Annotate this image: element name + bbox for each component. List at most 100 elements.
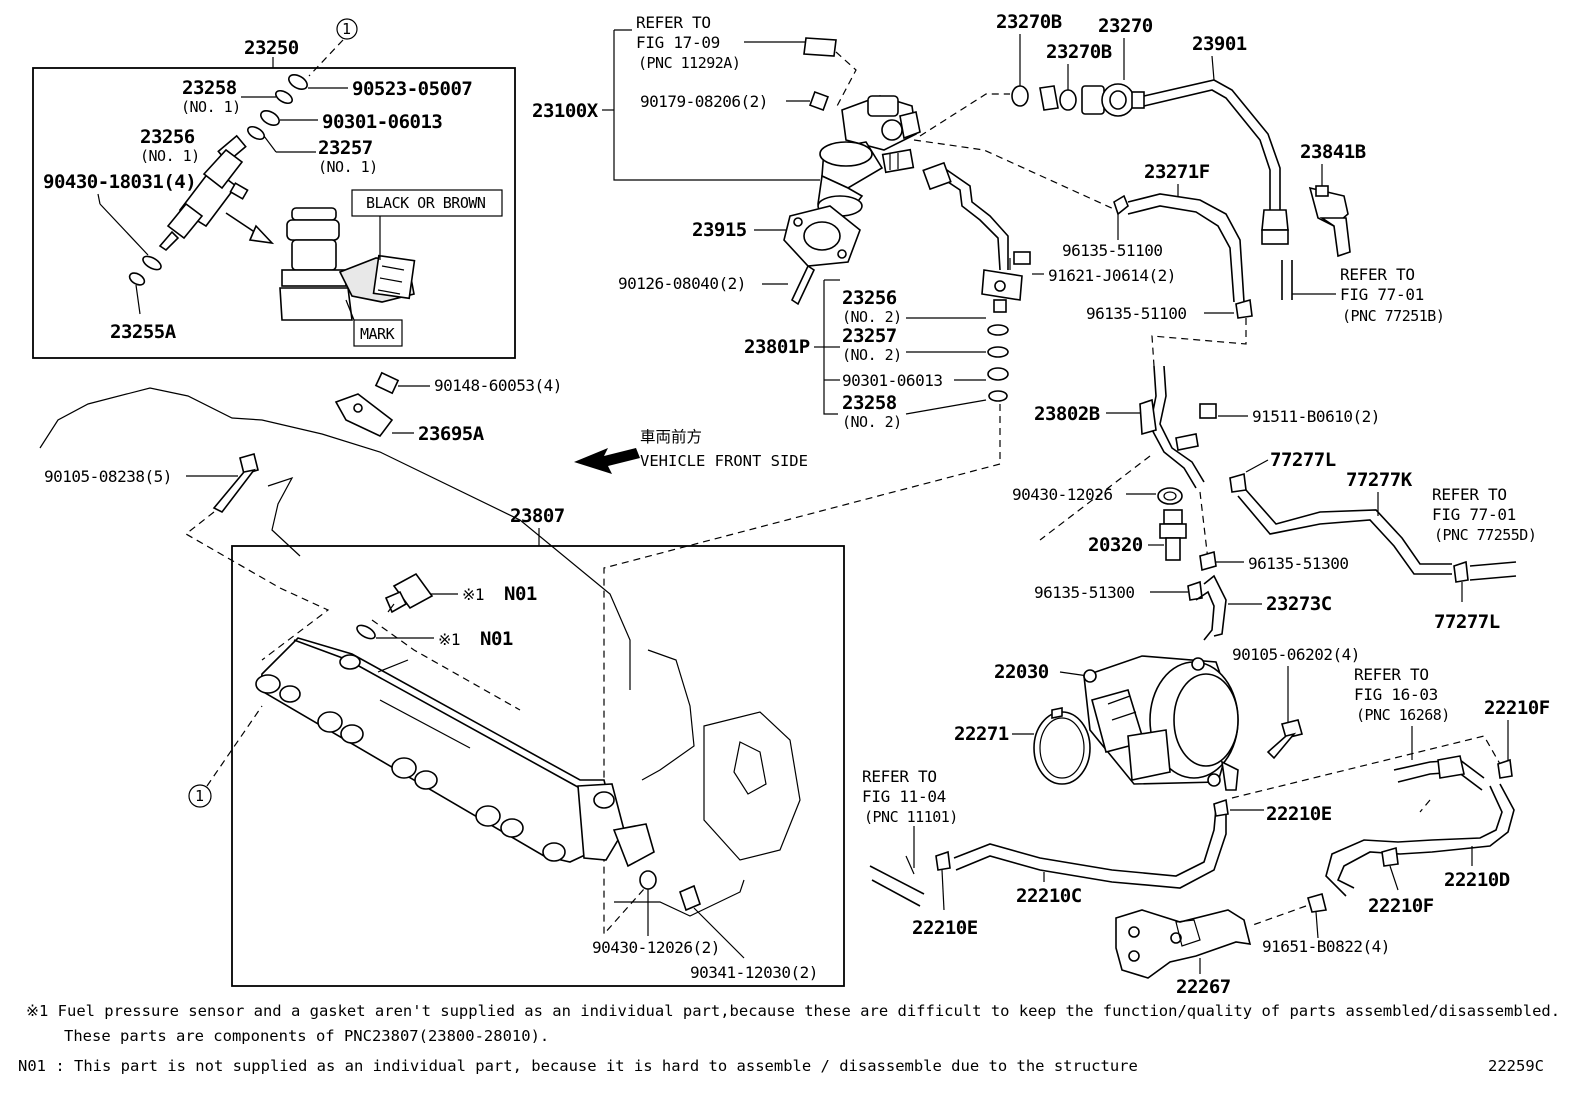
o-ring-23270B-a [1011,85,1029,107]
vehicle-front-arrow [574,448,640,474]
label-mark: MARK [360,325,395,343]
label-23100X: 23100X [532,100,599,122]
label-90126: 90126-08040(2) [618,274,746,293]
label-90341: 90341-12030(2) [690,963,818,982]
o-ring-23256-no2 [987,324,1009,336]
bolt-90179 [809,91,829,111]
vsv-20320 [1159,509,1187,561]
o-ring-90430 [142,255,162,271]
o-ring-90523 [288,73,308,91]
grommet-23255A [128,272,146,286]
bolt-91651 [1307,893,1327,913]
label-23257-no1: 23257 [318,137,373,159]
hose-23271F [1127,193,1245,303]
note1-line2: These parts are components of PNC23807(2… [64,1027,549,1045]
label-22210E-b: 22210E [912,917,978,939]
label-22271: 22271 [954,723,1009,745]
refer-77-01b-line1: REFER TO [1432,485,1507,504]
fuel-pump-group: REFER TO FIG 17-09 (PNC 11292A) 23100X 9… [532,13,1176,936]
o-ring-23258-no2 [988,390,1008,402]
label-23257-no1-sub: (NO. 1) [318,158,378,176]
label-black-or-brown: BLACK OR BROWN [366,194,486,212]
bolt-90105-06202 [1281,719,1303,739]
fuel-regulator-group: 23270B 23270 23270B 23901 23271F 96135-5… [996,11,1445,367]
fuel-line-connector-23841B [1308,185,1351,258]
o-ring-23258-no1 [275,89,293,105]
note2: N01 : This part is not supplied as an in… [18,1057,1138,1075]
label-23255A: 23255A [110,321,177,343]
bracket-22267 [1115,909,1252,979]
pipe-11101 [869,865,925,895]
o-ring-90301 [260,109,280,127]
clip-22210E-b [1213,798,1229,817]
fuel-rail-box [231,545,845,987]
label-90523: 90523-05007 [352,78,472,100]
throttle-body-22030 [1083,655,1239,791]
bracket-group: 90148-60053(4) 23695A 車両前方 VEHICLE FRONT… [39,371,808,690]
refer-77-01a-line1: REFER TO [1340,265,1415,284]
gasket-90430-12026 [1157,487,1183,505]
gasket-22271 [1033,711,1091,785]
clip-77277L-a [1229,472,1247,493]
label-23270B-a: 23270B [996,11,1062,33]
label-n01-a: N01 [504,583,537,605]
label-23695A: 23695A [418,423,485,445]
bolt-90148 [374,371,400,395]
label-22210F-b: 22210F [1368,895,1434,917]
clip-96135-51100-a [1113,194,1129,216]
label-n01-b: N01 [480,628,513,650]
bolt-90105-08238 [239,453,259,475]
purge-pipe-group: 23802B 91511-B0610(2) 77277L 77277K 7727… [1012,365,1537,641]
circle-ref-1-left [188,784,212,808]
fuel-pressure-sensor [384,572,434,614]
label-96135-51100-b: 96135-51100 [1086,304,1186,323]
throttle-body-group: 22030 90105-06202(4) 22271 REFER TO FIG … [862,645,1550,998]
label-22210E-a: 22210E [1266,803,1332,825]
label-22267: 22267 [1176,976,1231,998]
label-22210D: 22210D [1444,869,1510,891]
label-90148: 90148-60053(4) [434,376,562,395]
label-23258-no1-sub: (NO. 1) [181,98,241,116]
label-23807: 23807 [510,505,565,527]
label-23258-no1: 23258 [182,77,237,99]
circle-ref-1-left-label: 1 [195,787,204,805]
label-23250: 23250 [244,37,299,59]
pnc-11292A-part [803,37,837,57]
clip-22210F-b [1381,846,1399,867]
clip-96135-51100-b [1235,298,1253,319]
circle-ref-1-top [336,18,358,40]
label-22210C: 22210C [1016,885,1082,907]
bolt-91511 [1199,403,1217,419]
hose-22210C [953,807,1217,877]
label-77277L-b: 77277L [1434,611,1500,633]
gasket-sensor [356,624,376,640]
footnotes: ※1 Fuel pressure sensor and a gasket are… [18,1002,1560,1075]
o-ring-23257-no1 [247,125,265,141]
label-91511: 91511-B0610(2) [1252,407,1380,426]
label-23256-no1-sub: (NO. 1) [140,147,200,165]
label-77277L-a: 77277L [1270,449,1336,471]
fuel-delivery-pipe-23807 [255,637,655,868]
refer-77-01b-line2: FIG 77-01 [1432,505,1516,524]
label-23801P: 23801P [744,336,810,358]
o-ring-23270B-b [1059,89,1077,111]
refer-17-09-line1: REFER TO [636,13,711,32]
label-23258-no2-sub: (NO. 2) [842,413,902,431]
label-gasket-mark: ※1 [438,630,460,649]
label-90105-08238: 90105-08238(5) [44,467,172,486]
label-23802B: 23802B [1034,403,1100,425]
note1-line1: ※1 Fuel pressure sensor and a gasket are… [26,1002,1560,1020]
label-23256-no1: 23256 [140,126,195,148]
plug-90341 [679,884,701,912]
bracket-23695A [334,393,394,438]
label-22210F-a: 22210F [1484,697,1550,719]
high-pressure-fuel-pump [817,95,921,217]
label-90301-a: 90301-06013 [322,111,442,133]
label-22030: 22030 [994,661,1049,683]
fuel-pipe-23801P [935,173,1001,271]
black-or-brown-callout [351,189,503,217]
refer-11-04-line3: (PNC 11101) [864,808,958,826]
label-91621: 91621-J0614(2) [1048,266,1176,285]
pressure-regulator-23270 [1081,83,1145,117]
